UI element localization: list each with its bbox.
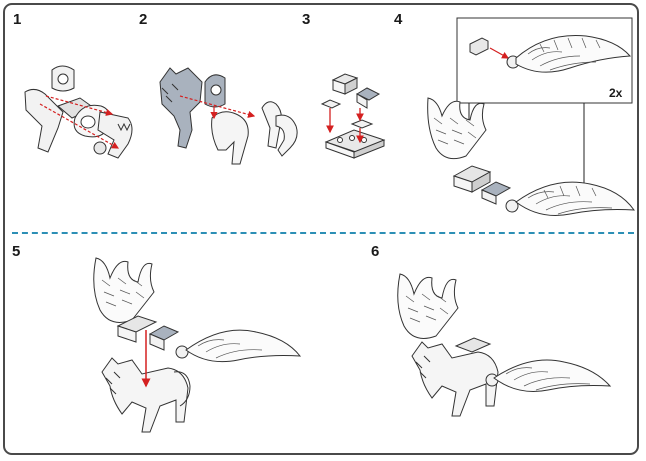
step-number-6: 6 xyxy=(371,243,380,260)
step-number-3: 3 xyxy=(302,11,311,28)
callout-red-arrow-icon xyxy=(489,47,510,59)
step-number-1: 1 xyxy=(13,11,22,28)
step-6-horse-icon xyxy=(411,341,499,417)
step-2-horse-front-half xyxy=(159,67,203,149)
step-2-red-arrow-icon xyxy=(179,95,256,118)
callout-wing-icon xyxy=(515,34,632,73)
step-divider xyxy=(12,232,634,234)
step-3-clip xyxy=(350,119,374,129)
step-3-parts xyxy=(320,73,386,159)
step-number-2: 2 xyxy=(139,11,148,28)
step-5-assembly xyxy=(93,257,302,433)
step-1-parts xyxy=(24,65,133,159)
step-5-right-wing-icon xyxy=(185,329,302,363)
step-4-right-wing-icon xyxy=(515,181,636,216)
step-1-red-arrow-icon-2 xyxy=(45,95,114,116)
callout-clip-brick xyxy=(469,37,489,56)
step-4-assembly xyxy=(427,17,636,216)
step-4-left-wing-icon xyxy=(427,97,487,160)
step-6-saddle-bricks xyxy=(454,337,492,353)
callout-multiplier: 2x xyxy=(609,86,623,100)
step-3-small-brick xyxy=(320,99,342,109)
step-6-right-wing-icon xyxy=(493,359,612,392)
step-2-horse-body xyxy=(211,111,249,165)
step-1-leg-piece xyxy=(24,88,64,153)
step-2-horse-tail xyxy=(275,114,298,157)
step-3-slope xyxy=(355,87,381,101)
step-number-4: 4 xyxy=(394,11,403,28)
step-number-5: 5 xyxy=(12,243,21,260)
step-6-left-wing-icon xyxy=(397,273,459,339)
step-5-horse-icon xyxy=(101,357,189,433)
step-2-parts xyxy=(159,67,298,165)
step-6-assembly xyxy=(397,273,612,417)
step-5-left-wing-icon xyxy=(93,257,155,323)
step-1-tail-piece xyxy=(97,111,133,159)
